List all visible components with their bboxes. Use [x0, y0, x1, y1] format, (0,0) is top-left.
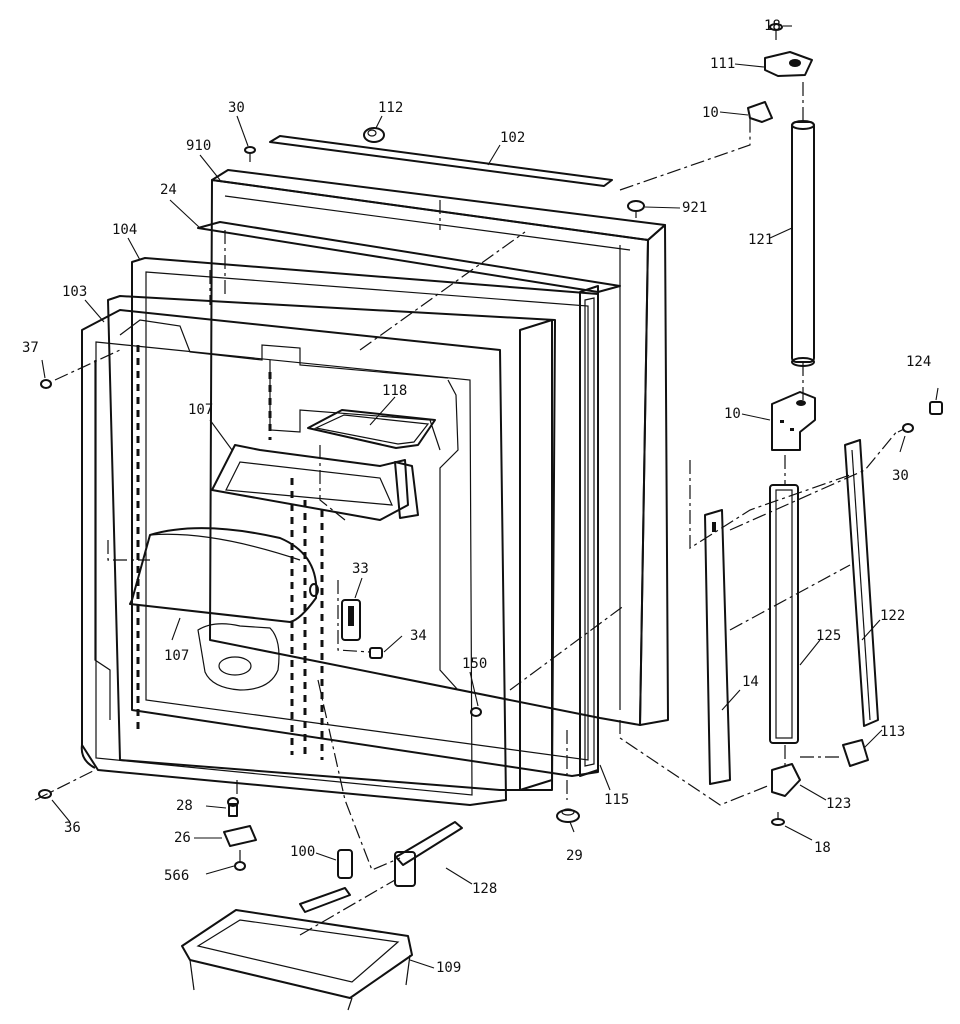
stud-28 [227, 797, 239, 817]
outer-door-panel [209, 169, 669, 726]
callout-115: 115 [604, 792, 629, 808]
upper-hinge [747, 51, 813, 123]
button-34 [369, 647, 383, 659]
callout-18-bottom: 18 [814, 840, 831, 856]
door-gasket [131, 221, 621, 777]
callout-128: 128 [472, 881, 497, 897]
callout-29: 29 [566, 848, 583, 864]
leader-lines [41, 25, 939, 969]
callout-30-top: 30 [228, 100, 245, 116]
rail-128 [394, 821, 463, 887]
callout-10-mid: 10 [724, 406, 741, 422]
callout-111: 111 [710, 56, 735, 72]
cap-124 [929, 401, 943, 415]
plug-37 [40, 379, 52, 389]
screw-18-bottom [771, 812, 785, 826]
callout-14: 14 [742, 674, 759, 690]
callout-107-lower: 107 [164, 648, 189, 664]
top-trim-strip [269, 135, 613, 187]
dairy-door-lid-118 [307, 409, 436, 449]
shelf-cover-107-lower [129, 527, 319, 623]
crisper-100 [299, 849, 353, 913]
callout-26: 26 [174, 830, 191, 846]
plug-921 [627, 200, 645, 218]
callout-labels: 18 111 10 112 30 102 910 921 24 104 121 … [22, 18, 931, 976]
bin-109 [181, 909, 413, 1011]
callout-150: 150 [462, 656, 487, 672]
callout-36: 36 [64, 820, 81, 836]
callout-33: 33 [352, 561, 369, 577]
screw-566 [234, 850, 246, 871]
callout-103: 103 [62, 284, 87, 300]
bottom-hinge [771, 763, 801, 797]
hinge-plate [842, 739, 869, 767]
cap-112 [363, 127, 385, 143]
callout-123: 123 [826, 796, 851, 812]
callout-34: 34 [410, 628, 427, 644]
inner-door-liner [80, 295, 556, 806]
handle-bracket [704, 509, 731, 785]
clip-150 [470, 707, 482, 717]
callout-113: 113 [880, 724, 905, 740]
screw-30-top [244, 146, 256, 162]
callout-122: 122 [880, 608, 905, 624]
hinge-plate-26 [223, 825, 257, 847]
callout-121: 121 [748, 232, 773, 248]
callout-112: 112 [378, 100, 403, 116]
callout-10-top: 10 [702, 105, 719, 121]
callout-910: 910 [186, 138, 211, 154]
plug-36 [38, 789, 52, 799]
callout-18-top: 18 [764, 18, 781, 34]
callout-125: 125 [816, 628, 841, 644]
callout-37: 37 [22, 340, 39, 356]
hinge-pin-tube [791, 120, 815, 367]
screw-18-top [769, 23, 783, 40]
callout-124: 124 [906, 354, 931, 370]
callout-28: 28 [176, 798, 193, 814]
callout-566: 566 [164, 868, 189, 884]
callout-100: 100 [290, 844, 315, 860]
callout-24: 24 [160, 182, 177, 198]
middle-hinge-block [771, 391, 816, 451]
callout-107-upper: 107 [188, 402, 213, 418]
callout-109: 109 [436, 960, 461, 976]
callout-102: 102 [500, 130, 525, 146]
callout-104: 104 [112, 222, 137, 238]
latch-33 [341, 599, 361, 641]
callout-118: 118 [382, 383, 407, 399]
callout-921: 921 [682, 200, 707, 216]
hinge-bar [769, 484, 799, 744]
shelf-bracket-107-upper [211, 444, 419, 521]
screw-30-right [897, 423, 914, 433]
foot-29 [556, 808, 580, 823]
side-channel [844, 439, 879, 727]
callout-30-right: 30 [892, 468, 909, 484]
